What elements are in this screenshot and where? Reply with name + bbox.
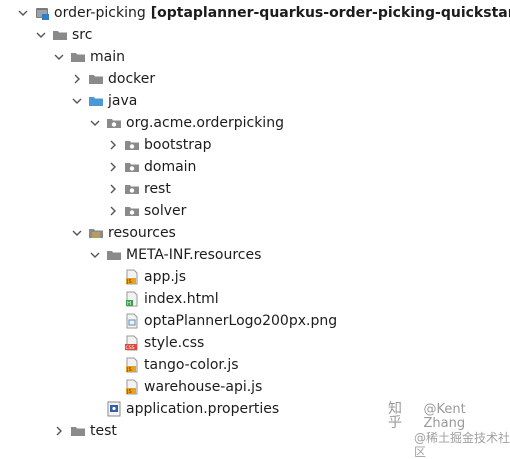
source-folder-icon: [88, 93, 104, 109]
tree-item-label: optaPlannerLogo200px.png: [144, 313, 338, 329]
chevron-right-icon[interactable]: [72, 74, 82, 84]
tree-item-label: main: [90, 49, 125, 65]
tree-row-index-html[interactable]: H index.html: [0, 288, 510, 310]
tree-item-label: META-INF.resources: [126, 247, 262, 263]
tree-row-bootstrap[interactable]: bootstrap: [0, 134, 510, 156]
tree-item-label: style.css: [144, 335, 205, 351]
folder-icon: [52, 27, 68, 43]
folder-icon: [70, 49, 86, 65]
tree-item-label: org.acme.orderpicking: [126, 115, 284, 131]
tree-row-solver[interactable]: solver: [0, 200, 510, 222]
tree-item-label: app.js: [144, 269, 186, 285]
tree-row-app-js[interactable]: JS app.js: [0, 266, 510, 288]
folder-icon: [106, 247, 122, 263]
package-folder-icon: [106, 115, 122, 131]
chevron-down-icon[interactable]: [72, 96, 82, 106]
chevron-down-icon[interactable]: [18, 8, 28, 18]
image-file-icon: [124, 313, 140, 329]
chevron-right-icon[interactable]: [54, 426, 64, 436]
chevron-down-icon[interactable]: [72, 228, 82, 238]
tree-item-label: java: [108, 93, 138, 109]
chevron-right-icon[interactable]: [108, 206, 118, 216]
svg-text:H: H: [127, 301, 131, 307]
tree-item-label: test: [90, 423, 117, 439]
tree-row-java[interactable]: java: [0, 90, 510, 112]
tree-item-label: bootstrap: [144, 137, 212, 153]
project-icon: [34, 5, 50, 21]
tree-row-docker[interactable]: docker: [0, 68, 510, 90]
tree-item-label: index.html: [144, 291, 219, 307]
svg-text:JS: JS: [126, 389, 132, 395]
tree-row-meta-inf[interactable]: META-INF.resources: [0, 244, 510, 266]
tree-item-label: rest: [144, 181, 171, 197]
properties-file-icon: [106, 401, 122, 417]
js-file-icon: JS: [124, 379, 140, 395]
tree-item-label: src: [72, 27, 93, 43]
watermark-author: @Kent Zhang: [423, 402, 466, 431]
tree-item-label: solver: [144, 203, 187, 219]
chevron-down-icon[interactable]: [90, 118, 100, 128]
tree-item-label: domain: [144, 159, 197, 175]
svg-text:JS: JS: [126, 279, 132, 285]
tree-item-label: resources: [108, 225, 176, 241]
project-qualifier: [optaplanner-quarkus-order-picking-quick…: [150, 5, 510, 21]
watermark-logo: 知乎: [388, 401, 402, 431]
tree-item-label: application.properties: [126, 401, 280, 417]
chevron-down-icon[interactable]: [36, 30, 46, 40]
tree-row-test[interactable]: test: [0, 420, 510, 442]
chevron-down-icon[interactable]: [54, 52, 64, 62]
css-file-icon: CSS: [124, 335, 140, 351]
folder-icon: [88, 71, 104, 87]
svg-text:CSS: CSS: [126, 345, 135, 351]
tree-row-style-css[interactable]: CSS style.css: [0, 332, 510, 354]
tree-row-domain[interactable]: domain: [0, 156, 510, 178]
package-folder-icon: [124, 137, 140, 153]
tree-row-warehouse-js[interactable]: JS warehouse-api.js: [0, 376, 510, 398]
watermark: 知乎 @Kent Zhang @稀土掘金技术社区: [388, 401, 510, 459]
tree-row-resources[interactable]: resources: [0, 222, 510, 244]
tree-row-rest[interactable]: rest: [0, 178, 510, 200]
chevron-right-icon[interactable]: [108, 184, 118, 194]
js-file-icon: JS: [124, 269, 140, 285]
html-file-icon: H: [124, 291, 140, 307]
tree-row-project[interactable]: order-picking [optaplanner-quarkus-order…: [0, 2, 510, 24]
resources-folder-icon: [88, 225, 104, 241]
svg-text:JS: JS: [126, 367, 132, 373]
chevron-right-icon[interactable]: [108, 162, 118, 172]
package-folder-icon: [124, 181, 140, 197]
chevron-down-icon[interactable]: [90, 250, 100, 260]
package-folder-icon: [124, 159, 140, 175]
js-file-icon: JS: [124, 357, 140, 373]
tree-row-main[interactable]: main: [0, 46, 510, 68]
tree-row-application-properties[interactable]: application.properties: [0, 398, 510, 420]
tree-row-src[interactable]: src: [0, 24, 510, 46]
package-folder-icon: [124, 203, 140, 219]
tree-row-tango-js[interactable]: JS tango-color.js: [0, 354, 510, 376]
tree-row-logo-png[interactable]: optaPlannerLogo200px.png: [0, 310, 510, 332]
chevron-right-icon[interactable]: [108, 140, 118, 150]
watermark-community: @稀土掘金技术社区: [414, 431, 510, 459]
folder-icon: [70, 423, 86, 439]
tree-item-label: warehouse-api.js: [144, 379, 263, 395]
tree-row-package[interactable]: org.acme.orderpicking: [0, 112, 510, 134]
tree-item-label: tango-color.js: [144, 357, 239, 373]
project-name: order-picking: [54, 5, 146, 21]
tree-item-label: docker: [108, 71, 156, 87]
